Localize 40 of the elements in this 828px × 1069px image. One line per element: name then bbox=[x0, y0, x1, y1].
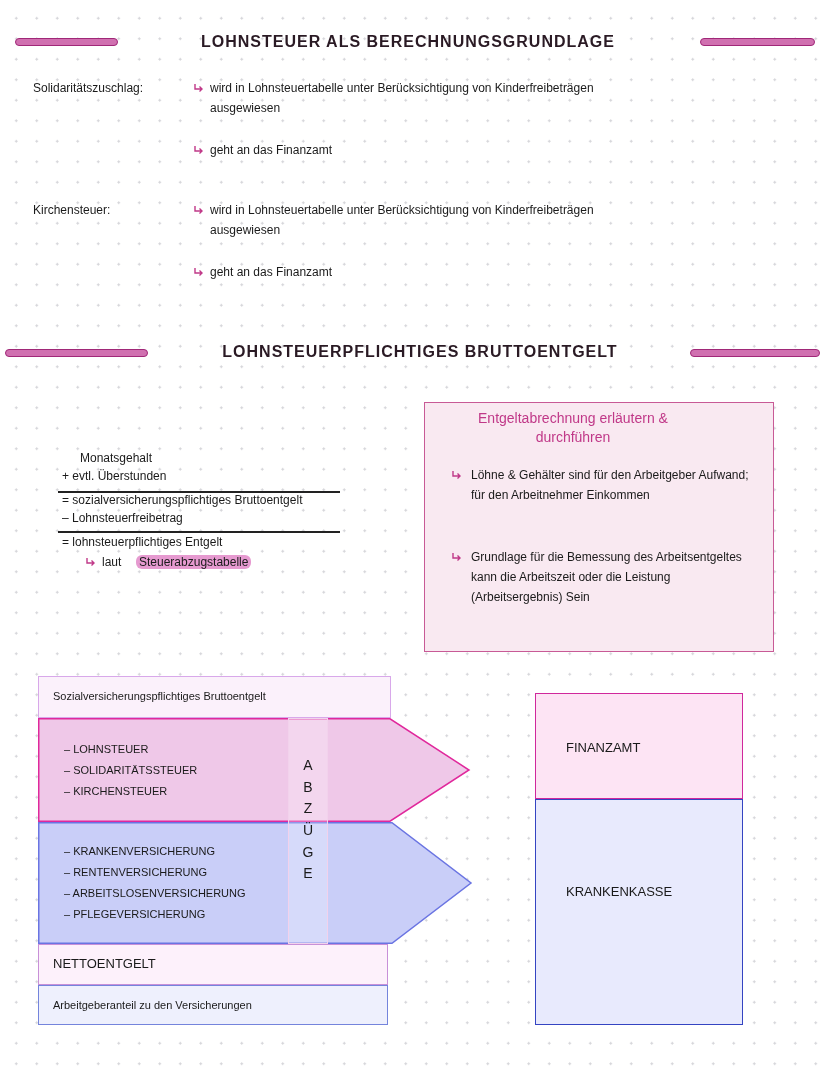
box-text: Arbeitgeberanteil zu den Versicherungen bbox=[53, 998, 252, 1013]
section-heading: LOHNSTEUERPFLICHTIGES BRUTTOENTGELT bbox=[222, 343, 618, 360]
note-text: = lohnsteuerpflichtiges Entgelt bbox=[62, 535, 223, 549]
arrow-shape bbox=[38, 822, 472, 944]
note-text: – Lohnsteuerfreibetrag bbox=[62, 511, 183, 525]
note-text: wird in Lohnsteuertabelle unter Berücksichtigung von Kinderfreibeträgen ausgewiesen bbox=[210, 81, 594, 115]
note-text: + evtl. Überstunden bbox=[62, 469, 167, 483]
note-text: Monatsgehalt bbox=[80, 451, 153, 465]
note-text: geht an das Finanzamt bbox=[210, 143, 333, 157]
card-text: Löhne & Gehälter sind für den Arbeitgeber Aufwand; für den Arbeitnehmer Einkommen bbox=[471, 467, 750, 504]
note-text: laut bbox=[102, 555, 122, 569]
note-text: Kirchensteuer: bbox=[33, 203, 111, 217]
note-text: wird in Lohnsteuertabelle unter Berücksichtigung von Kinderfreibeträgen ausgewiesen bbox=[210, 203, 594, 237]
card-text: Grundlage für die Bemessung des Arbeitsentgeltes kann die Arbeitszeit oder die Leistung (Arbeitsergebnis) Sein bbox=[471, 549, 743, 606]
list-item: – KIRCHENSTEUER bbox=[64, 783, 168, 799]
note-card bbox=[424, 402, 774, 652]
box-text: FINANZAMT bbox=[566, 739, 641, 757]
list-item: – KRANKENVERSICHERUNG bbox=[64, 844, 215, 859]
box-text: Sozialversicherungspflichtiges Bruttoentgelt bbox=[53, 689, 266, 704]
arrow-shape bbox=[38, 718, 470, 822]
note-text: Steuerabzugstabelle bbox=[136, 555, 252, 569]
section-heading: LOHNSTEUER ALS BERECHNUNGSGRUNDLAGE bbox=[201, 33, 615, 50]
amount-band bbox=[38, 985, 388, 1025]
note-text: Solidaritätszuschlag: bbox=[33, 81, 144, 95]
list-item: – SOLIDARITÄTSSTEUER bbox=[64, 762, 198, 778]
list-item: – LOHNSTEUER bbox=[64, 741, 149, 757]
card-heading: Entgeltabrechnung erläutern & durchführen bbox=[477, 409, 669, 447]
box-text: KRANKENKASSE bbox=[566, 883, 673, 901]
recipient-box bbox=[535, 799, 743, 1025]
list-item: – PFLEGEVERSICHERUNG bbox=[64, 907, 206, 922]
vertical-band bbox=[288, 718, 328, 944]
amount-band bbox=[38, 944, 388, 985]
amount-band bbox=[38, 676, 391, 718]
box-text: NETTOENTGELT bbox=[53, 955, 156, 973]
vertical-text: ABZÜGE bbox=[301, 756, 315, 884]
recipient-box bbox=[535, 693, 743, 799]
list-item: – ARBEITSLOSENVERSICHERUNG bbox=[64, 886, 246, 901]
note-text: geht an das Finanzamt bbox=[210, 265, 333, 279]
note-text: = sozialversicherungspflichtiges Bruttoentgelt bbox=[62, 493, 303, 507]
list-item: – RENTENVERSICHERUNG bbox=[64, 865, 208, 880]
